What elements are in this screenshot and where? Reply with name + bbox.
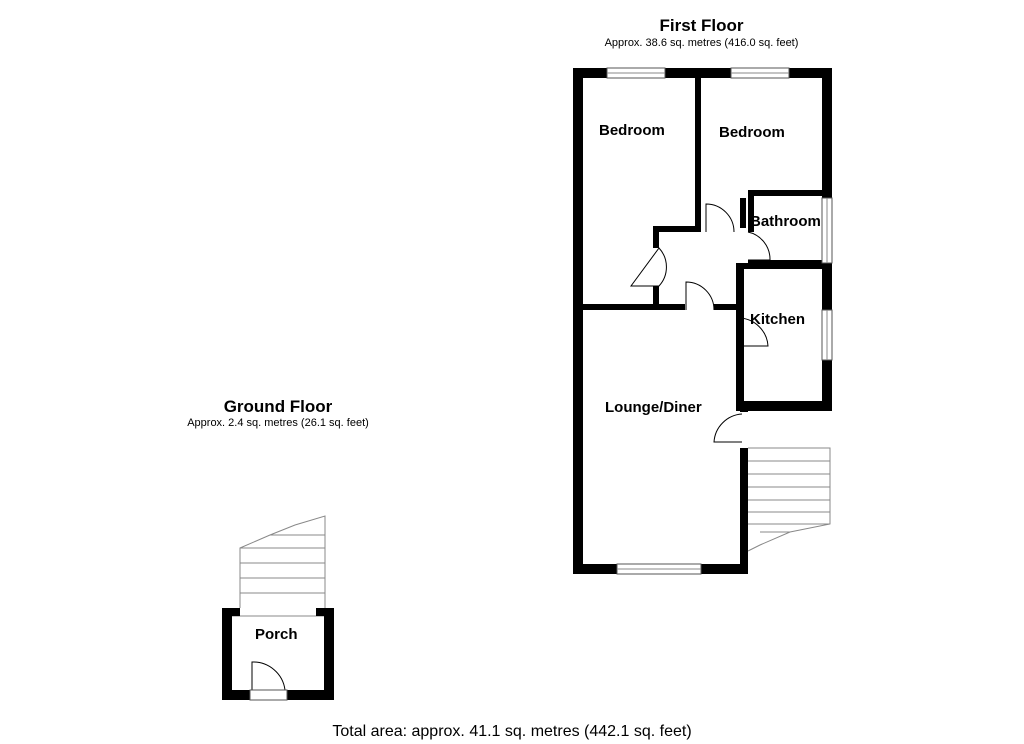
hall-top-left-wall <box>655 226 701 232</box>
hall-left-upper-wall <box>653 226 659 248</box>
hall-right-wall <box>740 198 746 228</box>
bathroom-door <box>747 231 771 261</box>
first-floor-staircase <box>747 447 831 552</box>
room-label-kitchen: Kitchen <box>750 311 806 328</box>
room-label-bathroom: Bathroom <box>750 213 821 230</box>
lounge-right-wall <box>740 448 748 574</box>
room-label-lounge-diner: Lounge/Diner <box>605 399 702 416</box>
first-floor-title: First Floor <box>659 16 744 35</box>
porch-right-wall <box>324 608 334 700</box>
lounge-door <box>685 281 715 311</box>
kitchen-door <box>739 317 769 347</box>
porch-top-left <box>222 608 240 616</box>
bathroom-left-wall <box>748 190 754 232</box>
kitchen-left-wall <box>736 263 744 411</box>
bedroom-divider-wall <box>695 78 701 228</box>
porch-top-right <box>316 608 334 616</box>
porch-door-threshold <box>249 689 288 701</box>
ground-floor-area: Approx. 2.4 sq. metres (26.1 sq. feet) <box>187 417 369 429</box>
bedroom-1-door <box>630 247 667 287</box>
kitchen-bottom-wall <box>736 401 832 411</box>
right-upper-wall <box>822 68 832 198</box>
hall-bottom-right-wall <box>714 304 736 310</box>
hall-left-lower-wall <box>653 286 659 310</box>
porch-door <box>251 661 286 691</box>
top-outer-wall <box>573 68 832 78</box>
bathroom-top-wall <box>748 190 832 196</box>
first-floor-area: Approx. 38.6 sq. metres (416.0 sq. feet) <box>604 37 799 49</box>
lounge-right-stub <box>740 406 748 412</box>
porch-bottom-left <box>222 690 250 700</box>
room-label-porch: Porch <box>255 626 298 643</box>
entrance-door <box>713 413 743 443</box>
bathroom-bottom-wall <box>748 260 832 266</box>
room-label-bedroom-1: Bedroom <box>599 122 665 139</box>
room-label-bedroom-2: Bedroom <box>719 124 785 141</box>
bedroom-bottom-wall <box>583 304 685 310</box>
porch-left-wall <box>222 608 232 700</box>
first-floor-plan <box>573 67 833 575</box>
ground-floor-title: Ground Floor <box>223 397 333 416</box>
bedroom-2-door <box>705 203 735 233</box>
porch-bottom-right <box>287 690 334 700</box>
ground-floor-plan <box>222 515 334 701</box>
left-outer-wall <box>573 68 583 574</box>
ground-floor-staircase <box>232 515 334 617</box>
total-area: Total area: approx. 41.1 sq. metres (442… <box>332 723 692 740</box>
